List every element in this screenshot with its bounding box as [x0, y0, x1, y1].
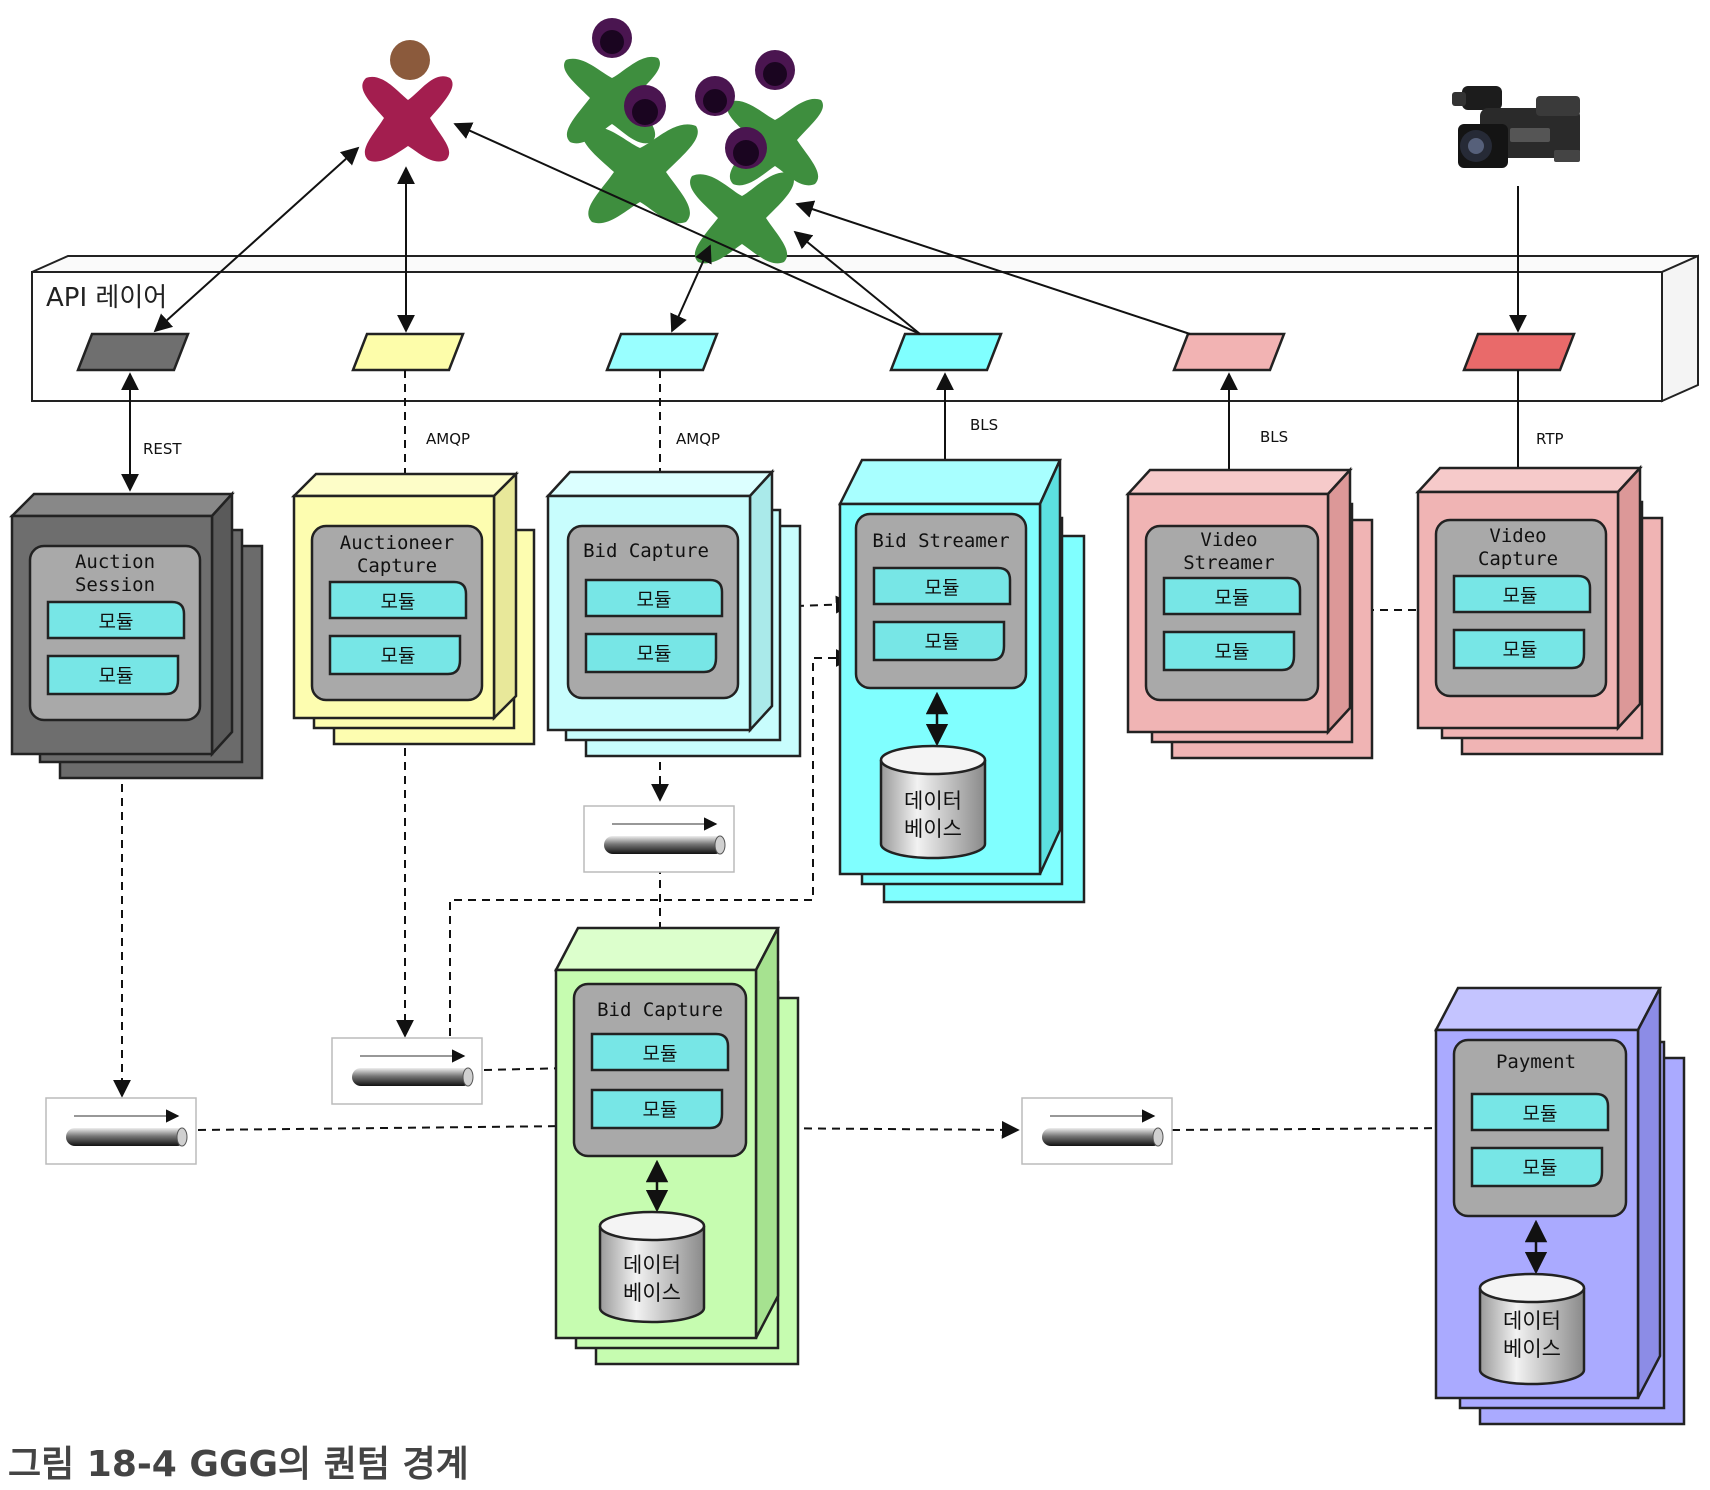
api-endpoint-bid-streamer[interactable] — [889, 332, 1003, 372]
api-endpoint-auction-session[interactable] — [76, 332, 190, 372]
module-label: 모듈 — [381, 645, 416, 667]
video-camera-icon — [1452, 86, 1580, 168]
service-bid-streamer[interactable]: Bid Streamer 모듈 모듈 데이터 베이스 — [837, 458, 1086, 904]
service-name: Video — [1200, 529, 1257, 551]
module-label: 모듈 — [1503, 639, 1538, 661]
database-label: 데이터 — [623, 1253, 681, 1277]
service-name: Session — [75, 574, 155, 596]
module-label: 모듈 — [643, 1043, 678, 1065]
service-auction-session[interactable]: Auction Session 모듈 모듈 — [8, 490, 264, 780]
api-endpoint-auctioneer-capture[interactable] — [351, 332, 465, 372]
module-label: 모듈 — [1215, 587, 1250, 609]
module-label: 모듈 — [637, 589, 672, 611]
api-endpoint-video-streamer[interactable] — [1172, 332, 1286, 372]
module-label: 모듈 — [925, 577, 960, 599]
service-name: Bid Capture — [583, 540, 709, 562]
protocol-label-amqp-1: AMQP — [426, 430, 470, 448]
module-label: 모듈 — [1503, 585, 1538, 607]
module-label: 모듈 — [381, 591, 416, 613]
module-label: 모듈 — [637, 643, 672, 665]
connectors-solid — [121, 122, 1527, 524]
auctioneer-person-icon — [362, 40, 453, 162]
service-name: Bid Capture — [597, 999, 723, 1021]
database-label: 베이스 — [623, 1281, 681, 1305]
queue-icon — [331, 1037, 483, 1105]
api-endpoint-video-capture[interactable] — [1462, 332, 1576, 372]
bidder-crowd-icon — [564, 18, 823, 264]
service-name: Capture — [1478, 548, 1558, 570]
service-bid-capture-bottom[interactable]: Bid Capture 모듈 모듈 데이터 베이스 — [553, 926, 800, 1366]
module-label: 모듈 — [1523, 1157, 1558, 1179]
service-auctioneer-capture[interactable]: Auctioneer Capture 모듈 모듈 — [290, 470, 536, 746]
database-label: 데이터 — [904, 789, 962, 813]
service-video-capture[interactable]: Video Capture 모듈 모듈 — [1415, 464, 1664, 756]
protocol-label-bls-2: BLS — [1260, 428, 1288, 446]
protocol-labels: REST AMQP AMQP BLS BLS RTP — [143, 416, 1564, 458]
database-icon: 데이터 베이스 — [1478, 1272, 1586, 1386]
api-endpoint-bid-capture[interactable] — [605, 332, 719, 372]
database-label: 베이스 — [1503, 1337, 1561, 1361]
service-payment[interactable]: Payment 모듈 모듈 데이터 베이스 — [1433, 986, 1686, 1426]
api-layer-bar: API 레이어 — [31, 254, 1699, 403]
queue-icon — [45, 1097, 197, 1165]
database-icon: 데이터 베이스 — [598, 1210, 706, 1324]
service-name: Streamer — [1183, 552, 1275, 574]
module-label: 모듈 — [925, 631, 960, 653]
module-label: 모듈 — [1215, 641, 1250, 663]
protocol-label-rtp: RTP — [1536, 430, 1564, 448]
database-icon: 데이터 베이스 — [879, 744, 987, 860]
service-name: Video — [1489, 525, 1546, 547]
service-video-streamer[interactable]: Video Streamer 모듈 모듈 — [1125, 466, 1374, 760]
module-label: 모듈 — [1523, 1103, 1558, 1125]
protocol-label-amqp-2: AMQP — [676, 430, 720, 448]
api-layer-label: API 레이어 — [46, 283, 167, 313]
module-label: 모듈 — [99, 611, 134, 633]
figure-caption: 그림 18-4 GGG의 퀀텀 경계 — [8, 1444, 469, 1485]
service-name: Capture — [357, 555, 437, 577]
service-name: Auction — [75, 551, 155, 573]
module-label: 모듈 — [99, 665, 134, 687]
queue-icon — [583, 805, 735, 873]
protocol-label-bls-1: BLS — [970, 416, 998, 434]
queue-icon — [1021, 1097, 1173, 1165]
service-name: Auctioneer — [340, 532, 454, 554]
database-label: 베이스 — [904, 817, 962, 841]
service-name: Bid Streamer — [872, 530, 1009, 552]
service-bid-capture-top[interactable]: Bid Capture 모듈 모듈 — [545, 468, 802, 758]
service-name: Payment — [1496, 1051, 1576, 1073]
module-label: 모듈 — [643, 1099, 678, 1121]
protocol-label-rest: REST — [143, 440, 182, 458]
database-label: 데이터 — [1503, 1309, 1561, 1333]
